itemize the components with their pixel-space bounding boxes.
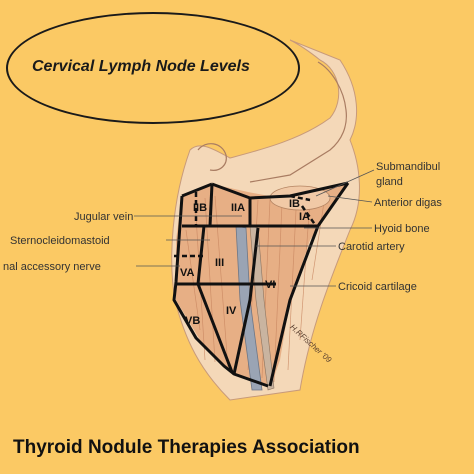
label-cricoid-cartilage: Cricoid cartilage: [338, 281, 417, 293]
level-vi: VI: [265, 279, 275, 291]
label-anterior-digastric: Anterior digas: [374, 197, 442, 209]
level-dashed-boundaries: [174, 192, 318, 258]
level-ib: IB: [289, 198, 300, 210]
label-hyoid-bone: Hyoid bone: [374, 223, 430, 235]
ear-outline: [197, 143, 227, 171]
level-iia: IIA: [231, 202, 245, 214]
label-accessory-nerve: nal accessory nerve: [3, 261, 101, 273]
label-sternocleidomastoid: Sternocleidomastoid: [10, 235, 110, 247]
level-iib: IIB: [193, 202, 207, 214]
right-leader-lines: [256, 169, 375, 287]
label-submandibular: Submandibul: [376, 161, 440, 173]
jaw-outline: [249, 61, 347, 183]
label-jugular-vein: Jugular vein: [74, 211, 133, 223]
level-iv: IV: [226, 305, 237, 317]
level-ia: IA: [299, 211, 310, 223]
level-boundaries: [172, 181, 350, 388]
diagram-title: Cervical Lymph Node Levels: [32, 58, 250, 75]
left-leader-lines: [134, 215, 242, 267]
title-oval: [6, 12, 300, 124]
level-iii: III: [215, 257, 224, 269]
level-vb: VB: [185, 315, 200, 327]
label-submandibular-gland: gland: [376, 176, 403, 188]
level-va: VA: [180, 267, 195, 279]
label-carotid-artery: Carotid artery: [338, 241, 405, 253]
footer-organization: Thyroid Nodule Therapies Association: [13, 437, 360, 458]
